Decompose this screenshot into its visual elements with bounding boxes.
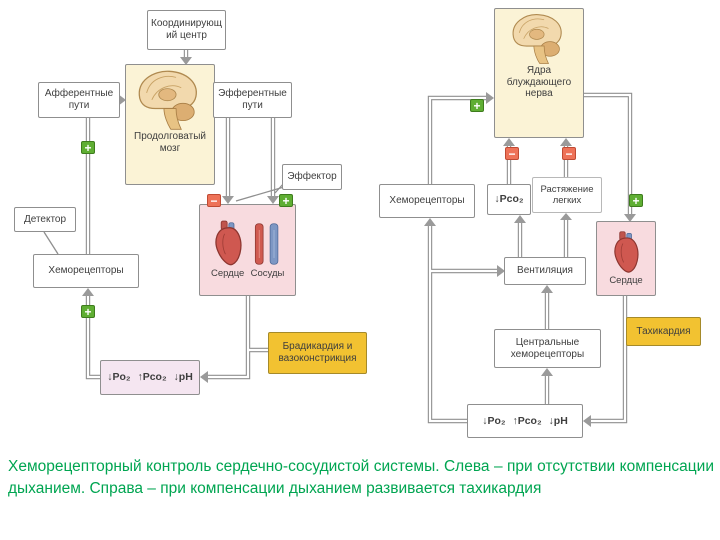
plus-marker: + [470, 99, 484, 112]
ventilation-label: Вентиляция [517, 265, 573, 277]
heart-vessels-box: Сердце Сосуды [199, 204, 296, 296]
heart-right-label: Сердце [609, 274, 643, 286]
brain-icon [138, 70, 197, 130]
ventilation-box: Вентиляция [504, 257, 586, 285]
caption: Хеморецепторный контроль сердечно-сосуди… [8, 458, 714, 497]
pco2-box: ↓Pco₂ [487, 184, 531, 215]
heart-right-box: Сердце [596, 221, 656, 296]
blood-gases-right-box: ↓Po₂ ↑Pco₂ ↓pH [467, 404, 583, 438]
minus-marker: − [562, 147, 576, 160]
central-chemoreceptors-label: Центральные хеморецепторы [510, 336, 585, 360]
pco2-label: ↓Pco₂ [494, 193, 524, 206]
plus-marker: + [629, 194, 643, 207]
effector-box: Эффектор [282, 164, 342, 190]
coordinating-center-label: Координирующий центр [151, 18, 222, 41]
minus-marker: − [505, 147, 519, 160]
vagus-nuclei-label: Ядра блуждающего нерва [506, 65, 572, 100]
plus-marker: + [279, 194, 293, 207]
vessels-label: Сосуды [250, 268, 285, 280]
tachycardia-label: Тахикардия [636, 325, 691, 337]
lung-stretch-label: Растяжение легких [540, 183, 594, 206]
minus-marker: − [207, 194, 221, 207]
tachycardia-box: Тахикардия [626, 317, 701, 346]
efferent-pathways-label: Эфферентные пути [218, 88, 287, 111]
effector-label: Эффектор [287, 171, 337, 183]
vagus-nuclei-box: Ядра блуждающего нерва [494, 8, 584, 138]
chemoreceptors-right-box: Хеморецепторы [379, 184, 475, 218]
heart-icon [215, 221, 242, 266]
coordinating-center-box: Координирующий центр [147, 10, 226, 50]
chemoreceptors-left-label: Хеморецепторы [48, 265, 124, 277]
detector-label: Детектор [23, 213, 67, 225]
bradycardia-label: Брадикардия и вазоконстрикция [278, 341, 357, 364]
efferent-pathways-box: Эфферентные пути [213, 82, 292, 118]
detector-box: Детектор [14, 207, 76, 232]
plus-marker: + [81, 305, 95, 318]
blood-gases-right-label: ↓Po₂ ↑Pco₂ ↓pH [482, 414, 568, 427]
chemoreceptors-right-label: Хеморецепторы [389, 195, 465, 207]
medulla-box: Продолговатый мозг [125, 64, 215, 185]
brain-icon [512, 14, 562, 64]
vessels-icon [255, 223, 279, 266]
central-chemoreceptors-box: Центральные хеморецепторы [494, 329, 601, 368]
arrowheads [82, 57, 636, 427]
blood-gases-left-label: ↓Po₂ ↑Pco₂ ↓pH [107, 371, 193, 384]
chemoreceptors-left-box: Хеморецепторы [33, 254, 139, 288]
blood-gases-left-box: ↓Po₂ ↑Pco₂ ↓pH [100, 360, 200, 395]
heart-label: Сердце [210, 268, 245, 280]
afferent-pathways-box: Афферентные пути [38, 82, 120, 118]
lung-stretch-box: Растяжение легких [532, 177, 602, 213]
medulla-label: Продолговатый мозг [134, 131, 206, 154]
heart-icon [614, 231, 639, 273]
afferent-pathways-label: Афферентные пути [44, 88, 114, 111]
plus-marker: + [81, 141, 95, 154]
bradycardia-box: Брадикардия и вазоконстрикция [268, 332, 367, 374]
